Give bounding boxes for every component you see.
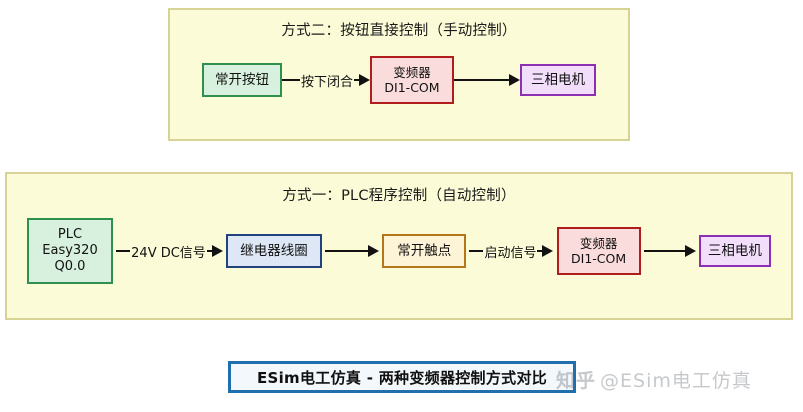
watermark-handle: @ESim电工仿真: [600, 370, 752, 392]
flow-auto: PLC Easy320 Q0.0 24V DC信号 继电器线圈 常开触点 启动信…: [7, 218, 791, 284]
connector-line: [281, 79, 300, 81]
arrowhead-icon: [542, 245, 554, 257]
node-normally-open-contact[interactable]: 常开触点: [382, 234, 467, 268]
node-plc-line2: Easy320: [42, 243, 98, 259]
connector-line: [354, 79, 360, 81]
panel-manual-title: 方式二：按钮直接控制（手动控制）: [281, 23, 517, 39]
arrowhead-icon: [509, 74, 520, 86]
connector-contact-to-vfd: 启动信号: [469, 242, 554, 261]
panel-manual-control: 方式二：按钮直接控制（手动控制） 常开按钮 按下闭合 变频器 DI1-COM 三…: [168, 8, 630, 141]
arrowhead-icon: [684, 245, 696, 257]
node-plc-line3: Q0.0: [54, 258, 86, 274]
node-vfd-manual[interactable]: 变频器 DI1-COM: [370, 56, 454, 104]
node-three-phase-motor-auto[interactable]: 三相电机: [698, 235, 771, 267]
caption-bar: ESim电工仿真 - 两种变频器控制方式对比: [228, 361, 576, 393]
connector-label-press-close: 按下闭合: [300, 74, 353, 90]
caption-text: ESim电工仿真 - 两种变频器控制方式对比: [256, 368, 548, 387]
connector-line: [454, 79, 510, 81]
node-normally-open-contact-label: 常开触点: [397, 242, 452, 259]
connector-button-to-vfd: 按下闭合: [281, 71, 370, 90]
arrowhead-icon: [211, 245, 223, 257]
connector-plc-to-relay: 24V DC信号: [116, 242, 223, 261]
connector-line: [206, 250, 213, 252]
node-vfd-manual-line1: 变频器: [393, 64, 431, 80]
node-normally-open-button[interactable]: 常开按钮: [201, 63, 282, 97]
arrowhead-icon: [359, 74, 370, 86]
connector-label-24v-dc: 24V DC信号: [131, 245, 206, 261]
node-three-phase-motor-manual[interactable]: 三相电机: [520, 64, 596, 96]
connector-line: [325, 250, 370, 252]
node-vfd-auto[interactable]: 变频器 DI1-COM: [556, 227, 641, 275]
node-relay-coil-label: 继电器线圈: [240, 242, 308, 259]
connector-line: [537, 250, 544, 252]
connector-line: [469, 250, 484, 252]
connector-relay-to-contact: [325, 245, 380, 257]
watermark: 知乎@ESim电工仿真: [556, 366, 752, 393]
node-three-phase-motor-auto-label: 三相电机: [707, 242, 762, 259]
arrowhead-icon: [368, 245, 380, 257]
connector-vfd-to-motor-auto: [643, 245, 696, 257]
node-relay-coil[interactable]: 继电器线圈: [225, 234, 322, 268]
node-normally-open-button-label: 常开按钮: [214, 71, 269, 88]
node-vfd-manual-line2: DI1-COM: [384, 80, 440, 95]
connector-label-start-signal: 启动信号: [484, 245, 537, 261]
connector-line: [116, 250, 131, 252]
node-three-phase-motor-manual-label: 三相电机: [531, 71, 585, 88]
node-plc[interactable]: PLC Easy320 Q0.0: [27, 218, 113, 284]
connector-vfd-to-motor: [454, 74, 520, 86]
panel-auto-control: 方式一：PLC程序控制（自动控制） PLC Easy320 Q0.0 24V D…: [5, 172, 793, 320]
node-plc-line1: PLC: [57, 227, 83, 243]
connector-line: [643, 250, 686, 252]
flow-manual: 常开按钮 按下闭合 变频器 DI1-COM 三相电机: [170, 56, 628, 104]
node-vfd-auto-line2: DI1-COM: [571, 251, 627, 266]
node-vfd-auto-line1: 变频器: [579, 235, 618, 251]
panel-auto-title: 方式一：PLC程序控制（自动控制）: [282, 188, 516, 204]
